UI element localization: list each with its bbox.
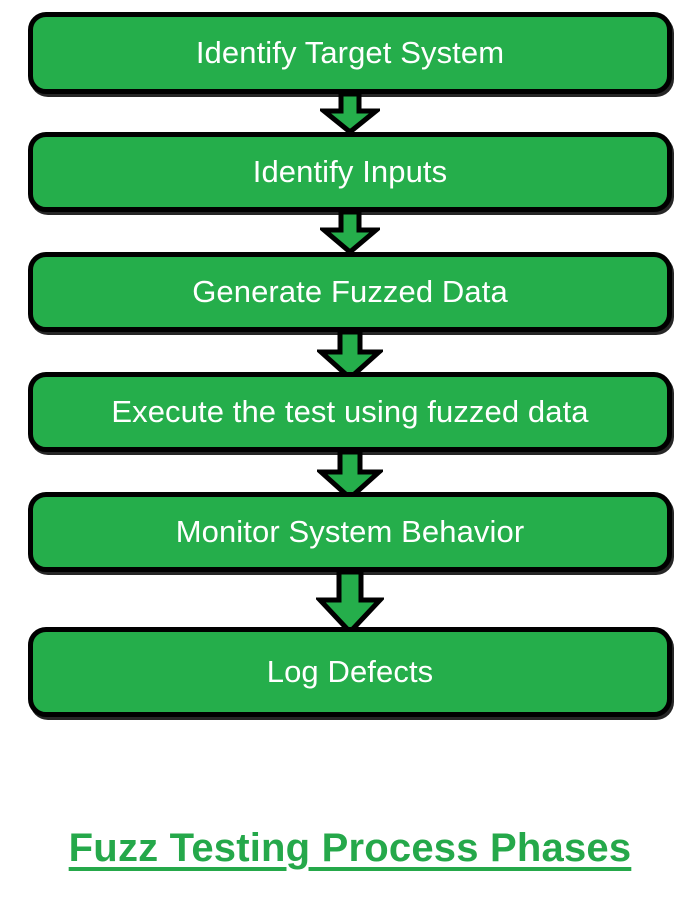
- flowchart-step-stack: Identify Target System Identify Inputs G…: [28, 12, 672, 717]
- diagram-caption: Fuzz Testing Process Phases: [0, 826, 700, 871]
- flowchart-node-execute-test[interactable]: Execute the test using fuzzed data: [28, 372, 672, 452]
- down-arrow-icon: [317, 332, 383, 380]
- down-arrow-icon: [320, 94, 380, 134]
- flowchart-connector-1-to-2: [28, 94, 672, 134]
- flowchart-node-label: Execute the test using fuzzed data: [111, 393, 589, 429]
- flowchart-node-label: Identify Target System: [195, 34, 505, 70]
- flowchart-connector-5-to-6: [28, 572, 672, 634]
- down-arrow-icon: [320, 212, 380, 254]
- down-arrow-icon: [316, 572, 384, 634]
- flowchart-node-log-defects[interactable]: Log Defects: [28, 627, 672, 717]
- flowchart-connector-3-to-4: [28, 332, 672, 380]
- diagram-caption-text: Fuzz Testing Process Phases: [68, 826, 632, 870]
- flowchart-node-monitor-system-behavior[interactable]: Monitor System Behavior: [28, 492, 672, 572]
- flowchart-node-identify-inputs[interactable]: Identify Inputs: [28, 132, 672, 212]
- flowchart-node-label: Identify Inputs: [252, 153, 448, 189]
- down-arrow-icon: [317, 452, 383, 500]
- flowchart-node-label: Generate Fuzzed Data: [192, 273, 508, 309]
- flowchart-node-label: Monitor System Behavior: [175, 513, 525, 549]
- flowchart-connector-2-to-3: [28, 212, 672, 254]
- flowchart-node-identify-target-system[interactable]: Identify Target System: [28, 12, 672, 94]
- flowchart-node-label: Log Defects: [266, 653, 434, 689]
- flowchart-connector-4-to-5: [28, 452, 672, 500]
- flowchart-node-generate-fuzzed-data[interactable]: Generate Fuzzed Data: [28, 252, 672, 332]
